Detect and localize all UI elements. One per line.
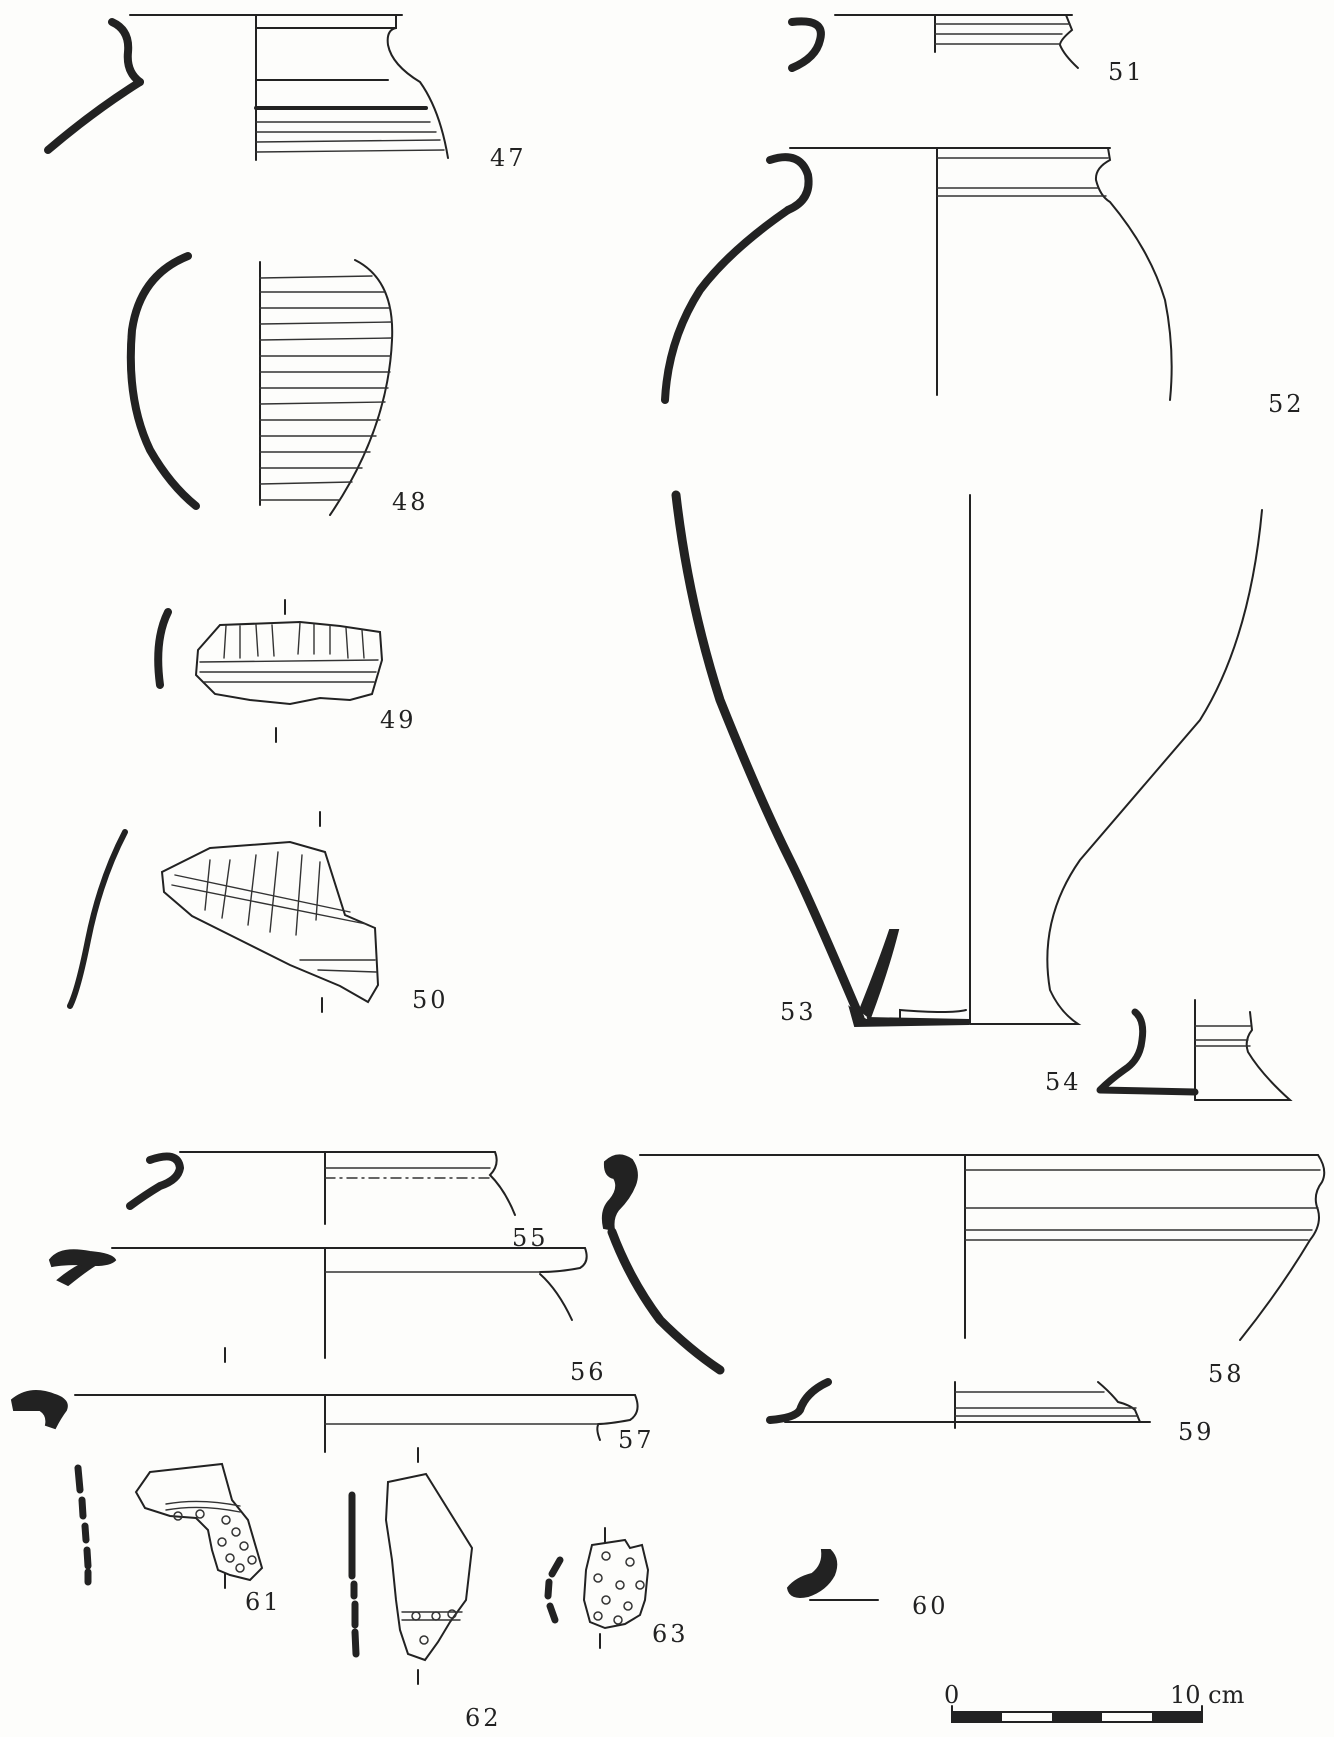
vessel-52 xyxy=(661,147,1173,404)
vessel-57 xyxy=(10,1390,639,1453)
figure-label-57: 57 xyxy=(618,1426,655,1454)
figure-label-50: 50 xyxy=(412,986,449,1014)
vessel-55 xyxy=(126,1151,516,1225)
figure-label-52: 52 xyxy=(1268,390,1305,418)
vessel-59 xyxy=(766,1378,1151,1429)
figure-label-60: 60 xyxy=(912,1592,949,1620)
figure-label-58: 58 xyxy=(1208,1360,1245,1388)
sherd-49 xyxy=(154,599,384,743)
figure-label-51: 51 xyxy=(1108,58,1145,86)
scale-end-label: 10 cm xyxy=(1170,1681,1245,1709)
figure-label-53: 53 xyxy=(780,998,817,1026)
vessel-53 xyxy=(671,490,1263,1028)
sherd-50 xyxy=(67,811,380,1013)
vessel-47 xyxy=(44,14,449,161)
figure-label-62: 62 xyxy=(465,1704,502,1732)
scale-bar: 0 10 cm xyxy=(944,1681,1245,1723)
sherd-63 xyxy=(544,1527,650,1649)
vessel-54 xyxy=(1096,999,1293,1101)
figure-label-61: 61 xyxy=(245,1588,282,1616)
figure-label-48: 48 xyxy=(392,488,429,516)
vessel-56 xyxy=(48,1247,588,1359)
figure-labels: 47 48 49 50 51 52 53 54 55 56 57 58 59 6… xyxy=(245,58,1305,1732)
figure-label-59: 59 xyxy=(1178,1418,1215,1446)
figure-label-47: 47 xyxy=(490,144,527,172)
figure-label-63: 63 xyxy=(652,1620,689,1648)
figure-label-55: 55 xyxy=(512,1224,549,1252)
vessel-48 xyxy=(126,252,394,516)
sherd-62 xyxy=(348,1447,474,1685)
sherd-61 xyxy=(74,1347,264,1589)
vessel-51 xyxy=(788,14,1079,72)
vessel-58 xyxy=(601,1154,1326,1375)
figure-label-49: 49 xyxy=(380,706,417,734)
scale-start-label: 0 xyxy=(944,1681,962,1709)
vessel-60 xyxy=(786,1549,879,1601)
figure-label-54: 54 xyxy=(1045,1068,1082,1096)
figure-label-56: 56 xyxy=(570,1358,607,1386)
